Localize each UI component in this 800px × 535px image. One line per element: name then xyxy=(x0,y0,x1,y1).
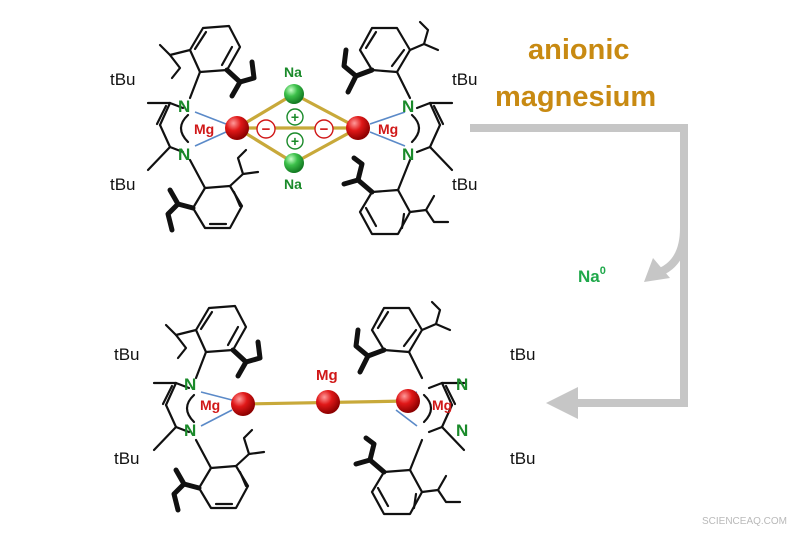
top-n-right-lower: N xyxy=(402,145,414,164)
reaction-arrow xyxy=(470,124,688,419)
top-mg-left-label: Mg xyxy=(194,121,214,137)
bottom-n-right-upper: N xyxy=(456,375,468,394)
bottom-mg-left-label: Mg xyxy=(200,397,220,413)
top-na-lower-label: Na xyxy=(284,176,302,192)
svg-text:−: − xyxy=(320,121,329,138)
top-mg-right-atom xyxy=(346,116,370,140)
title-line-2: magnesium xyxy=(495,81,656,113)
bottom-mg-center-label: Mg xyxy=(316,367,338,384)
bottom-tbu-right-upper: tBu xyxy=(510,345,536,364)
top-n-left-upper: N xyxy=(178,97,190,116)
bottom-n-right-lower: N xyxy=(456,421,468,440)
top-tbu-right-lower: tBu xyxy=(452,175,478,194)
top-na-upper-atom xyxy=(284,84,304,104)
reagent-base: Na xyxy=(578,267,600,286)
watermark: SCIENCEAQ.COM xyxy=(702,516,787,527)
top-tbu-right-upper: tBu xyxy=(452,70,478,89)
title-line-1: anionic xyxy=(528,34,630,66)
bottom-tbu-left-lower: tBu xyxy=(114,449,140,468)
top-n-left-lower: N xyxy=(178,145,190,164)
top-complex: − − + + Na Na Mg Mg N N N N tBu tBu tBu … xyxy=(110,22,478,234)
reagent-label: Na0 xyxy=(578,265,606,286)
charge-plus-lower: + xyxy=(286,132,304,150)
bottom-mg-right-label: Mg xyxy=(432,397,452,413)
bottom-n-left-upper: N xyxy=(184,375,196,394)
top-tbu-left-lower: tBu xyxy=(110,175,136,194)
charge-plus-upper: + xyxy=(286,108,304,126)
svg-text:−: − xyxy=(262,121,271,138)
svg-text:+: + xyxy=(291,109,299,125)
top-tbu-left-upper: tBu xyxy=(110,70,136,89)
bottom-complex: Mg Mg Mg N N N N tBu tBu tBu tBu xyxy=(114,302,536,514)
top-mg-left-atom xyxy=(225,116,249,140)
bottom-mg-center-atom xyxy=(316,390,340,414)
bottom-tbu-right-lower: tBu xyxy=(510,449,536,468)
svg-text:+: + xyxy=(291,133,299,149)
bottom-tbu-left-upper: tBu xyxy=(114,345,140,364)
charge-minus-left: − xyxy=(256,119,276,139)
bottom-n-left-lower: N xyxy=(184,421,196,440)
top-na-upper-label: Na xyxy=(284,64,302,80)
bottom-mg-left-atom xyxy=(231,392,255,416)
bottom-mg-right-atom xyxy=(396,389,420,413)
reagent-superscript: 0 xyxy=(600,265,606,277)
top-mg-right-label: Mg xyxy=(378,121,398,137)
top-n-right-upper: N xyxy=(402,97,414,116)
charge-minus-right: − xyxy=(314,119,334,139)
top-na-lower-atom xyxy=(284,153,304,173)
